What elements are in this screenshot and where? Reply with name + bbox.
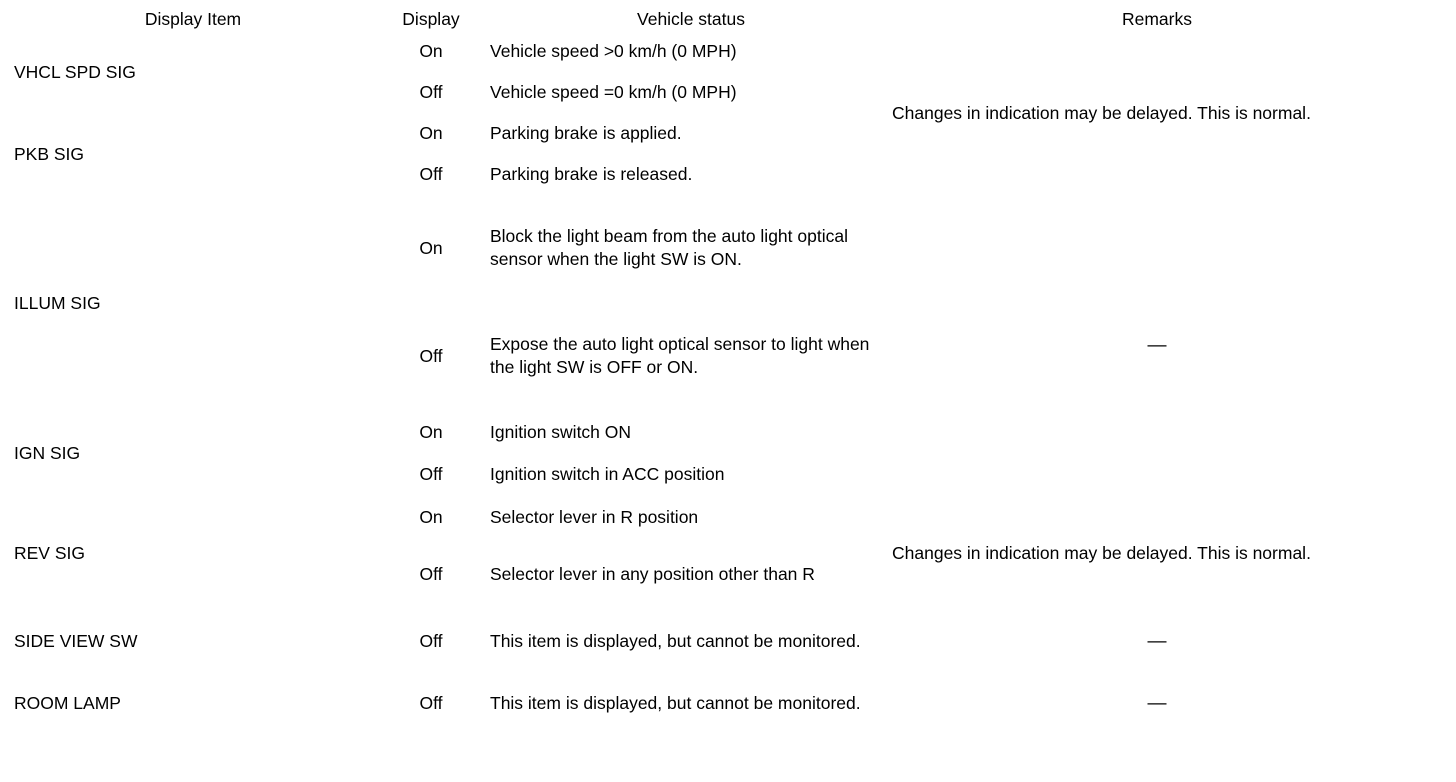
row-display-state: Off (419, 82, 443, 103)
table-row: Off Vehicle speed =0 km/h (0 MPH) (14, 72, 1422, 113)
em-dash-icon: — (1147, 630, 1167, 652)
row-display-state: Off (419, 630, 443, 651)
row-display-state: Off (419, 464, 443, 485)
em-dash-icon: — (1147, 335, 1167, 357)
table-row: VHCL SPD SIG On Vehicle speed >0 km/h (0… (14, 31, 1422, 123)
table-body: VHCL SPD SIG On Vehicle speed >0 km/h (0… (14, 31, 1422, 734)
row-vehicle-status: Block the light beam from the auto light… (490, 226, 848, 270)
row-display-state: Off (419, 563, 443, 584)
row-display-state: On (419, 123, 443, 144)
header-display-item: Display Item (144, 9, 242, 29)
row-item-label: ROOM LAMP (14, 692, 121, 713)
row-remarks: Changes in indication may be delayed. Th… (892, 102, 1311, 123)
row-display-state: Off (419, 692, 443, 713)
display-item-spec-table: Display Item Display Vehicle status Rema… (14, 8, 1422, 734)
table-row: Off Parking brake is released. (14, 154, 1422, 195)
row-item-label: PKB SIG (14, 143, 85, 164)
table-row: Off Expose the auto light optical sensor… (14, 301, 1422, 411)
row-display-state: On (419, 506, 443, 527)
row-remarks: — (892, 672, 1422, 734)
row-display-state: On (419, 237, 443, 258)
row-vehicle-status: Selector lever in R position (490, 506, 699, 527)
row-vehicle-status: Parking brake is applied. (490, 123, 682, 144)
row-display-state: On (419, 41, 443, 62)
row-display-state: On (419, 421, 443, 442)
row-remarks: Changes in indication may be delayed. Th… (892, 542, 1311, 563)
row-vehicle-status: This item is displayed, but cannot be mo… (490, 692, 861, 713)
table-row: ROOM LAMP Off This item is displayed, bu… (14, 672, 1422, 734)
header-display: Display (402, 9, 460, 29)
row-vehicle-status: Ignition switch ON (490, 421, 632, 442)
row-item-label: VHCL SPD SIG (14, 61, 136, 82)
table-row: ILLUM SIG On Block the light beam from t… (14, 195, 1422, 355)
em-dash-icon: — (1147, 692, 1167, 714)
table-row: PKB SIG On Parking brake is applied. (14, 113, 1422, 164)
row-display-state: Off (419, 164, 443, 185)
row-vehicle-status: Parking brake is released. (490, 164, 693, 185)
row-vehicle-status: This item is displayed, but cannot be mo… (490, 630, 861, 651)
row-vehicle-status: Ignition switch in ACC position (490, 464, 725, 485)
header-row: Display Item Display Vehicle status Rema… (14, 8, 1422, 31)
row-item-label: REV SIG (14, 542, 85, 563)
table-row: SIDE VIEW SW Off This item is displayed,… (14, 610, 1422, 672)
row-vehicle-status: Selector lever in any position other tha… (490, 563, 815, 584)
row-item-label: SIDE VIEW SW (14, 630, 138, 651)
table-row: Off Selector lever in any position other… (14, 538, 1422, 610)
header-vehicle-status: Vehicle status (637, 9, 745, 29)
row-vehicle-status: Vehicle speed >0 km/h (0 MPH) (490, 41, 737, 62)
row-item-label: ILLUM SIG (14, 292, 101, 313)
row-remarks: — (892, 610, 1422, 672)
table-row: IGN SIG On Ignition switch ON (14, 411, 1422, 464)
header-remarks: Remarks (1121, 9, 1192, 29)
row-vehicle-status: Vehicle speed =0 km/h (0 MPH) (490, 82, 737, 103)
row-remarks: — (892, 195, 1422, 496)
table-header: Display Item Display Vehicle status Rema… (14, 8, 1422, 31)
row-vehicle-status: Expose the auto light optical sensor to … (490, 334, 870, 378)
table-row: Off Ignition switch in ACC position (14, 453, 1422, 496)
table-row: REV SIG On Selector lever in R position … (14, 496, 1422, 563)
row-item-label: IGN SIG (14, 443, 81, 464)
row-display-state: Off (419, 345, 443, 366)
